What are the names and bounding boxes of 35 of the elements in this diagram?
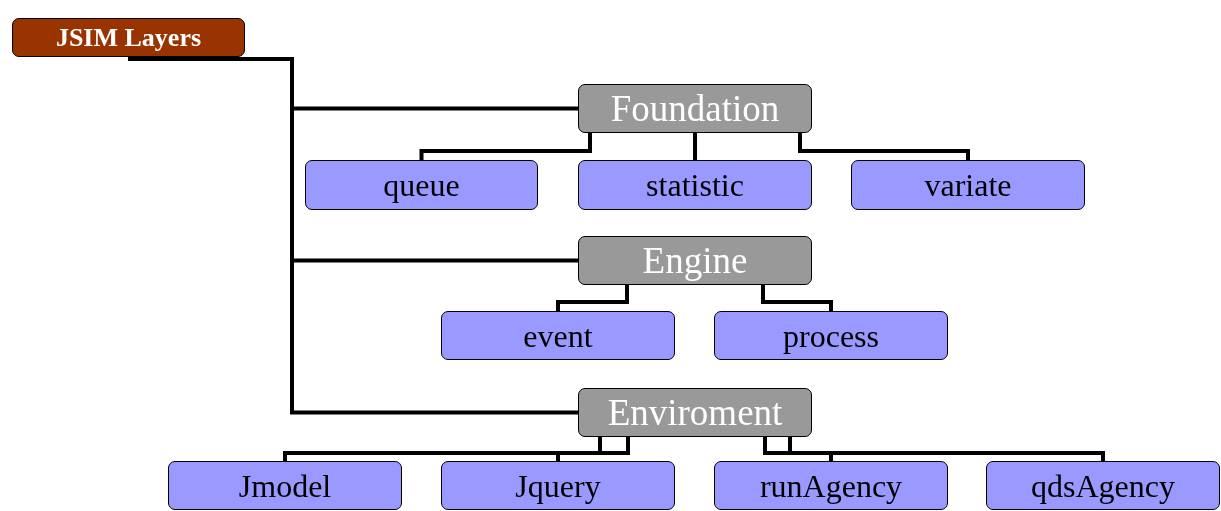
- box-label: Jquery: [515, 469, 601, 502]
- title-box: [12, 18, 245, 57]
- box-label: queue: [383, 169, 460, 201]
- box-label: runAgency: [759, 469, 903, 502]
- module-box: [714, 461, 948, 510]
- module-box: [578, 160, 812, 210]
- layer-box: [578, 84, 812, 133]
- box-label: qdsAgency: [1031, 469, 1175, 502]
- layer-box: [578, 388, 812, 437]
- box-label: Foundation: [610, 90, 780, 127]
- connector-line: [556, 437, 630, 461]
- connector-line: [763, 437, 833, 461]
- connector-line: [283, 437, 602, 461]
- module-box: [986, 461, 1220, 510]
- connector-line: [419, 133, 592, 160]
- connector-line: [556, 285, 629, 311]
- module-box: [714, 311, 948, 360]
- box-label: statistic: [646, 169, 744, 201]
- connector-line: [693, 133, 697, 160]
- module-box: [305, 160, 538, 210]
- box-label: Engine: [642, 242, 748, 279]
- box-label: Enviroment: [607, 394, 783, 431]
- box-label: variate: [924, 169, 1012, 201]
- module-box: [168, 461, 402, 510]
- connector-line: [798, 133, 970, 160]
- module-box: [441, 461, 675, 510]
- box-label: JSIM Layers: [55, 24, 202, 51]
- box-label: event: [523, 319, 593, 352]
- module-box: [441, 311, 675, 360]
- box-label: process: [783, 319, 879, 352]
- layer-box: [578, 236, 812, 285]
- connector-line: [788, 437, 1105, 461]
- module-box: [851, 160, 1085, 210]
- connector-line: [761, 285, 833, 311]
- box-label: Jmodel: [238, 469, 332, 502]
